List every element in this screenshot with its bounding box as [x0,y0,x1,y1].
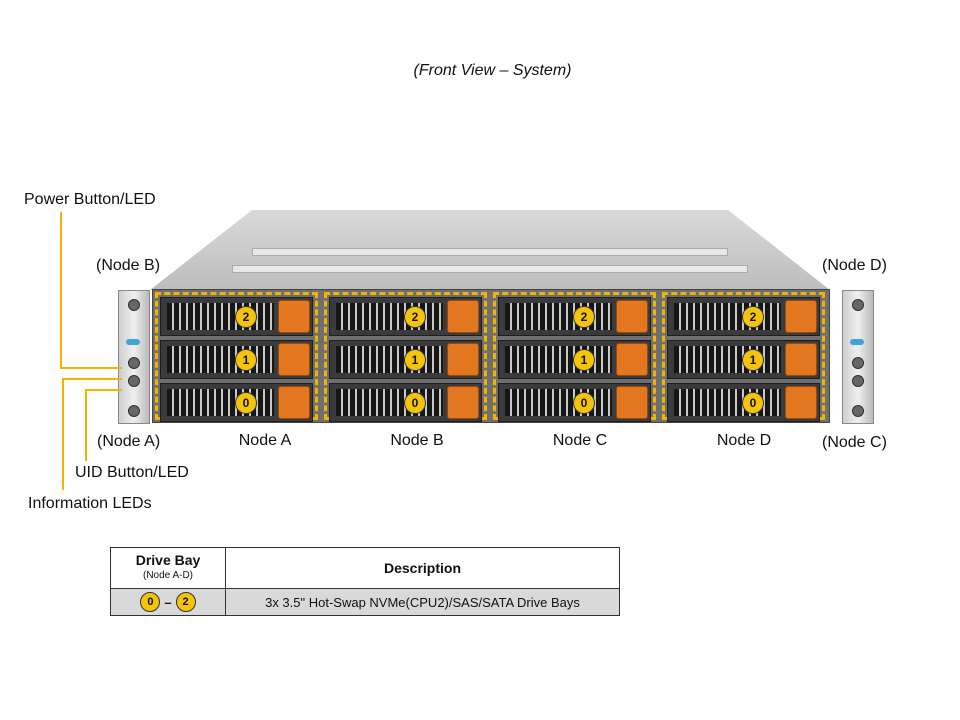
node-a-label: Node A [238,432,292,449]
uid-button-icon[interactable] [128,375,140,387]
node-b-status-led-icon [126,339,140,345]
tray-vents [674,346,781,373]
drive-tray[interactable]: 1 [667,340,820,379]
tray-latch[interactable] [616,386,648,419]
description-cell: 3x 3.5" Hot-Swap NVMe(CPU2)/SAS/SATA Dri… [225,588,620,616]
screw-icon [852,405,864,417]
tray-vents [167,303,274,330]
right-rack-ear [842,290,874,424]
power-button-icon[interactable] [128,357,140,369]
node-c-drive-group: 2 1 0 [493,292,656,422]
bay-number-badge: 0 [573,392,595,414]
power-button-icon[interactable] [852,357,864,369]
info-leader-line [62,378,122,380]
uid-leader-line [85,389,122,391]
drive-bay-header-text: Drive Bay [135,552,201,568]
bay-number-badge: 0 [235,392,257,414]
tray-latch[interactable] [785,386,817,419]
tray-latch[interactable] [785,343,817,376]
table-header-row: Drive Bay (Node A-D) Description [110,547,620,589]
bay-number-badge: 1 [573,349,595,371]
front-drive-panel: 2 1 0 2 1 0 2 1 0 2 1 0 [152,289,830,423]
tray-vents [505,346,612,373]
drive-bay-range-cell: 0–2 [110,588,226,616]
tray-vents [505,389,612,416]
tray-latch[interactable] [447,386,479,419]
drive-tray[interactable]: 2 [667,297,820,336]
tray-latch[interactable] [616,343,648,376]
node-d-status-led-icon [850,339,864,345]
node-b-left-label: (Node B) [96,257,161,274]
drive-tray[interactable]: 2 [498,297,651,336]
bay-number-badge: 2 [404,306,426,328]
tray-vents [505,303,612,330]
tray-vents [336,303,443,330]
tray-latch[interactable] [447,300,479,333]
drive-bay-table: Drive Bay (Node A-D) Description 0–2 3x … [110,547,620,616]
drive-tray[interactable]: 0 [160,383,313,422]
uid-button-icon[interactable] [852,375,864,387]
drive-tray[interactable]: 2 [160,297,313,336]
drive-tray[interactable]: 1 [329,340,482,379]
tray-vents [167,346,274,373]
node-c-right-label: (Node C) [822,434,887,451]
bay-number-badge: 2 [573,306,595,328]
tray-vents [336,389,443,416]
drive-tray[interactable]: 0 [667,383,820,422]
bay-number-badge: 0 [404,392,426,414]
bay-number-badge: 2 [235,306,257,328]
power-leader-line [60,367,122,369]
node-c-label: Node C [552,432,608,449]
node-a-left-label: (Node A) [97,433,161,450]
chassis-top [150,210,830,290]
node-d-drive-group: 2 1 0 [662,292,825,422]
tray-vents [674,303,781,330]
info-leader-line [62,378,64,490]
information-leds-callout: Information LEDs [28,495,152,512]
chassis-vent-strip [231,265,749,273]
node-d-label: Node D [716,432,772,449]
drive-bay-header-sub: (Node A-D) [142,570,193,581]
tray-latch[interactable] [785,300,817,333]
bay-badge-from: 0 [140,592,161,612]
uid-button-callout: UID Button/LED [75,464,189,481]
drive-tray[interactable]: 1 [160,340,313,379]
screw-icon [128,299,140,311]
power-leader-line [60,212,62,368]
chassis-vent-strip [252,248,728,256]
range-dash: – [164,594,172,610]
bay-badge-to: 2 [175,592,196,612]
tray-vents [336,346,443,373]
bay-number-badge: 1 [235,349,257,371]
drive-tray[interactable]: 0 [329,383,482,422]
bay-number-badge: 1 [742,349,764,371]
figure-title: (Front View – System) [413,62,572,79]
table-row: 0–2 3x 3.5" Hot-Swap NVMe(CPU2)/SAS/SATA… [110,588,620,616]
node-b-label: Node B [390,432,444,449]
tray-vents [674,389,781,416]
tray-latch[interactable] [616,300,648,333]
left-rack-ear [118,290,150,424]
bay-number-badge: 2 [742,306,764,328]
tray-latch[interactable] [278,300,310,333]
screw-icon [128,405,140,417]
screw-icon [852,299,864,311]
node-a-drive-group: 2 1 0 [155,292,318,422]
table-header-drive-bay: Drive Bay (Node A-D) [110,547,226,589]
uid-leader-line [85,389,87,461]
bay-number-badge: 0 [742,392,764,414]
drive-tray[interactable]: 2 [329,297,482,336]
table-header-description: Description [225,547,620,589]
power-button-callout: Power Button/LED [24,191,156,208]
drive-tray[interactable]: 0 [498,383,651,422]
node-d-right-label: (Node D) [822,257,887,274]
tray-latch[interactable] [278,386,310,419]
node-b-drive-group: 2 1 0 [324,292,487,422]
drive-tray[interactable]: 1 [498,340,651,379]
tray-latch[interactable] [278,343,310,376]
tray-latch[interactable] [447,343,479,376]
bay-number-badge: 1 [404,349,426,371]
tray-vents [167,389,274,416]
